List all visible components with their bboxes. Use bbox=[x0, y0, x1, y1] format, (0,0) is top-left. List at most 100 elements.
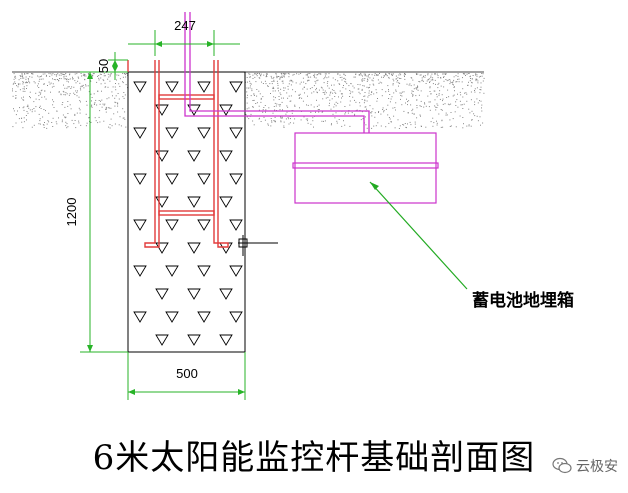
soil-speck bbox=[316, 105, 318, 107]
soil-speck bbox=[411, 110, 413, 112]
soil-speck bbox=[249, 82, 251, 84]
soil-speck bbox=[21, 73, 23, 75]
soil-speck bbox=[53, 79, 55, 80]
soil-speck bbox=[306, 88, 308, 90]
soil-speck bbox=[444, 73, 446, 75]
soil-speck bbox=[434, 105, 436, 107]
soil-speck bbox=[281, 101, 283, 103]
soil-speck bbox=[114, 123, 116, 125]
soil-speck bbox=[103, 75, 105, 77]
soil-speck bbox=[349, 96, 351, 97]
soil-speck bbox=[262, 109, 264, 111]
soil-speck bbox=[91, 100, 92, 102]
soil-speck bbox=[23, 86, 25, 88]
soil-speck bbox=[260, 74, 261, 76]
soil-speck bbox=[400, 78, 402, 79]
soil-speck bbox=[292, 89, 294, 91]
soil-speck bbox=[409, 121, 411, 123]
soil-speck bbox=[327, 85, 329, 87]
soil-speck bbox=[78, 107, 80, 109]
soil-speck bbox=[456, 99, 458, 101]
soil-speck bbox=[314, 80, 316, 82]
soil-speck bbox=[279, 77, 281, 79]
soil-speck bbox=[92, 74, 94, 76]
soil-speck bbox=[250, 83, 252, 85]
soil-speck bbox=[423, 106, 425, 108]
soil-speck bbox=[66, 78, 68, 80]
soil-speck bbox=[359, 93, 361, 95]
cable-conduit bbox=[184, 12, 370, 133]
soil-speck bbox=[305, 118, 307, 120]
soil-speck bbox=[309, 88, 311, 90]
soil-speck bbox=[416, 88, 418, 90]
soil-speck bbox=[406, 98, 407, 100]
soil-speck bbox=[274, 120, 276, 122]
soil-speck bbox=[23, 109, 25, 111]
soil-speck bbox=[397, 77, 399, 79]
soil-speck bbox=[340, 93, 342, 95]
soil-speck bbox=[260, 73, 262, 75]
soil-speck bbox=[68, 81, 69, 83]
soil-speck bbox=[326, 77, 328, 79]
soil-speck bbox=[83, 75, 85, 77]
soil-speck bbox=[108, 76, 110, 78]
soil-speck bbox=[126, 73, 128, 75]
soil-speck bbox=[333, 84, 335, 86]
soil-speck bbox=[375, 125, 377, 127]
aggregate-triangle bbox=[219, 288, 233, 300]
soil-speck bbox=[105, 108, 106, 110]
soil-speck bbox=[125, 84, 127, 86]
soil-speck bbox=[122, 96, 124, 98]
soil-speck bbox=[101, 106, 103, 108]
soil-speck bbox=[29, 109, 31, 111]
soil-speck bbox=[455, 105, 457, 106]
soil-speck bbox=[399, 77, 401, 79]
soil-speck bbox=[116, 79, 117, 81]
aggregate-triangle bbox=[133, 311, 147, 323]
soil-speck bbox=[277, 82, 279, 84]
soil-speck bbox=[91, 97, 93, 98]
soil-speck bbox=[278, 76, 280, 77]
soil-speck bbox=[454, 90, 455, 92]
soil-speck bbox=[14, 76, 16, 78]
soil-speck bbox=[457, 106, 459, 108]
soil-speck bbox=[93, 103, 95, 105]
soil-speck bbox=[22, 107, 24, 109]
soil-speck bbox=[367, 78, 368, 80]
soil-speck bbox=[291, 80, 292, 82]
soil-speck bbox=[42, 124, 44, 126]
soil-speck bbox=[283, 121, 285, 123]
soil-speck bbox=[317, 92, 318, 94]
soil-speck bbox=[436, 124, 438, 126]
soil-speck bbox=[108, 97, 110, 99]
soil-speck bbox=[39, 93, 41, 95]
soil-speck bbox=[480, 100, 482, 102]
soil-speck bbox=[124, 94, 126, 96]
soil-speck bbox=[21, 75, 23, 77]
soil-speck bbox=[328, 73, 330, 75]
soil-speck bbox=[44, 90, 45, 92]
soil-speck bbox=[392, 83, 394, 85]
soil-speck bbox=[248, 73, 250, 75]
soil-speck bbox=[283, 90, 285, 91]
soil-speck bbox=[368, 92, 370, 94]
soil-speck bbox=[354, 113, 356, 115]
soil-speck bbox=[256, 95, 258, 97]
soil-speck bbox=[422, 76, 424, 78]
soil-speck bbox=[413, 84, 415, 86]
soil-speck bbox=[358, 74, 360, 76]
soil-speck bbox=[271, 121, 273, 123]
soil-speck bbox=[98, 75, 100, 77]
soil-speck bbox=[122, 73, 124, 74]
soil-speck bbox=[78, 77, 80, 79]
aggregate-triangle bbox=[187, 150, 201, 162]
soil-speck bbox=[392, 73, 394, 75]
soil-speck bbox=[251, 90, 253, 92]
soil-speck bbox=[329, 94, 331, 96]
soil-speck bbox=[425, 83, 427, 84]
soil-speck bbox=[38, 113, 40, 115]
soil-speck bbox=[67, 86, 69, 88]
soil-speck bbox=[65, 121, 67, 123]
soil-speck bbox=[76, 92, 78, 94]
soil-speck bbox=[27, 104, 29, 106]
